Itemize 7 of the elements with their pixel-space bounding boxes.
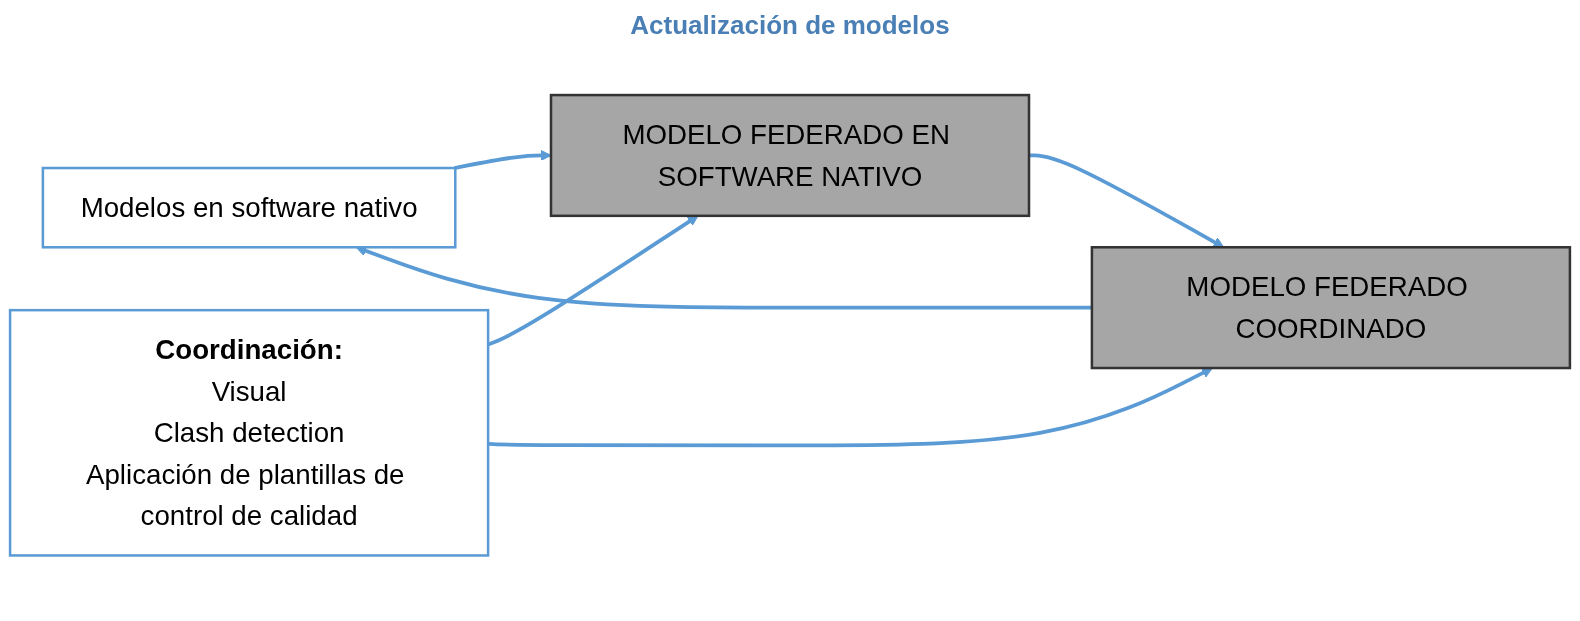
- node-box: Coordinación: Visual Clash detection Aplicación de plantillas de control de calidad: [8, 308, 490, 557]
- node-box: Modelos en software nativo: [41, 166, 457, 249]
- node-box: MODELO FEDERADO EN SOFTWARE NATIVO: [549, 93, 1031, 217]
- arrow: [488, 367, 1213, 447]
- arrow: [1029, 153, 1225, 248]
- node-box: MODELO FEDERADO COORDINADO: [1090, 245, 1572, 370]
- diagram-title: Actualización de modelos: [629, 10, 951, 41]
